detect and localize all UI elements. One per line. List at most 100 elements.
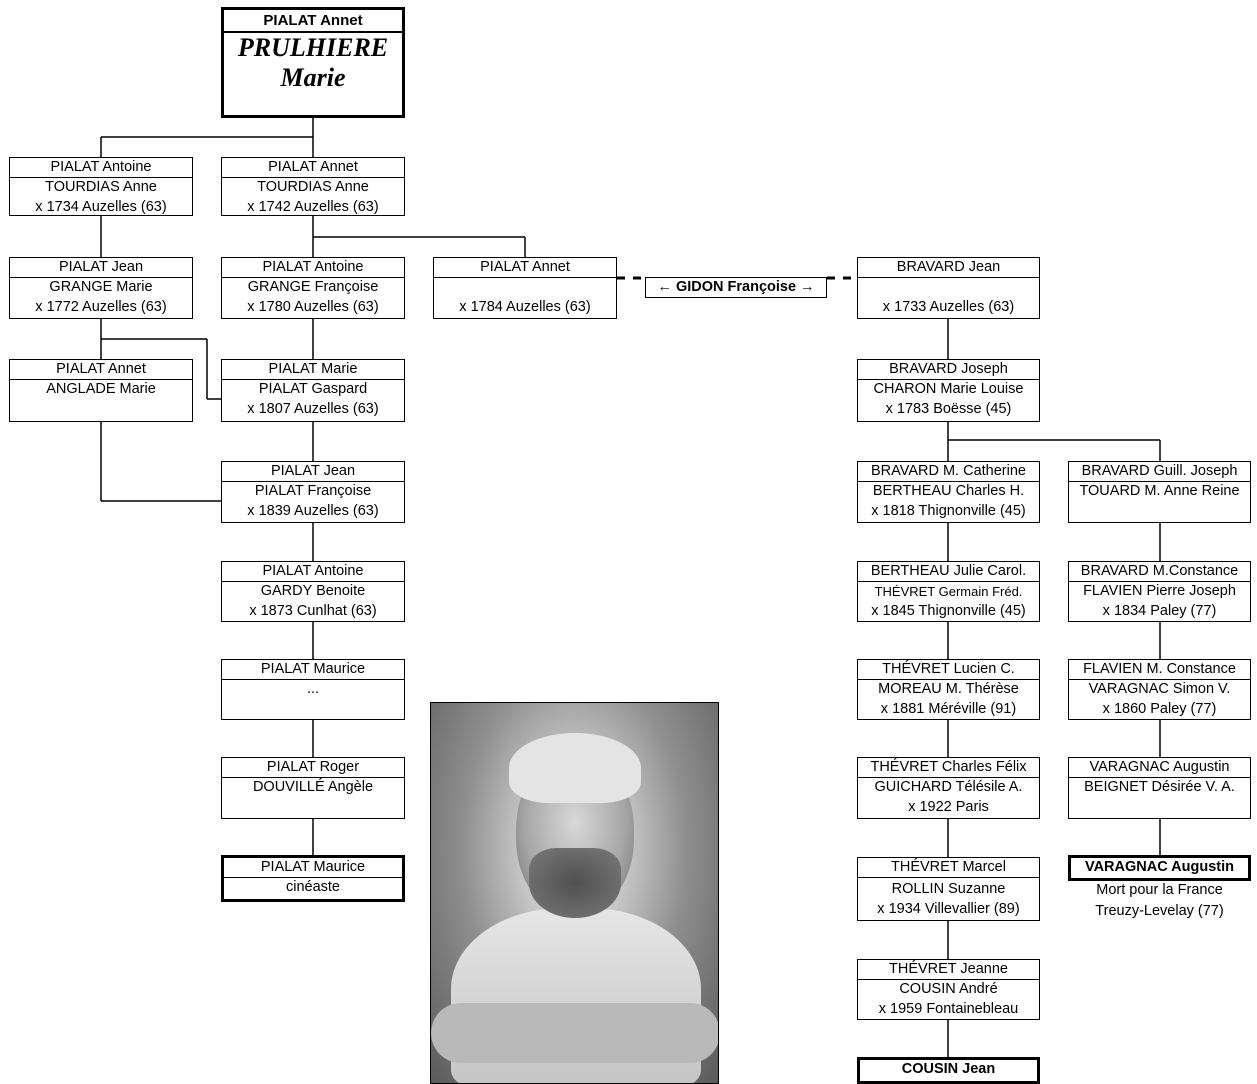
wife-name: THÉVRET Germain Fréd. [874,584,1023,599]
couple-box-bravard-constance-1834: BRAVARD M.Constance FLAVIEN Pierre Josep… [1068,561,1251,622]
marriage-info: x 1807 Auzelles (63) [247,401,379,417]
wife-name [434,278,616,298]
marriage-info: x 1818 Thignonville (45) [871,503,1026,519]
husband-name: PIALAT Antoine [222,258,404,278]
husband-name: PIALAT Maurice [222,660,404,680]
husband-name: THÉVRET Lucien C. [858,660,1039,680]
husband-name: PIALAT Roger [222,758,404,778]
husband-name: BRAVARD Jean [858,258,1039,278]
husband-name: THÉVRET Jeanne [858,960,1039,980]
wife-name: GRANGE Françoise [247,279,379,295]
person-occupation: cinéaste [285,879,340,895]
husband-name: FLAVIEN M. Constance [1069,660,1250,680]
marriage-info: x 1734 Auzelles (63) [35,199,167,215]
marriage-info: x 1783 Boësse (45) [885,401,1012,417]
husband-name: PIALAT Annet [222,158,404,178]
husband-name: BRAVARD Guill. Joseph [1069,462,1250,482]
wife-name: ... [306,681,320,697]
couple-box-pialat-antoine-1734: PIALAT Antoine TOURDIAS Anne x 1734 Auze… [9,157,193,216]
box-cousin-jean: COUSIN Jean [857,1057,1040,1084]
wife-name: TOUARD M. Anne Reine [1079,483,1240,499]
couple-box-pialat-antoine-1873: PIALAT Antoine GARDY Benoite x 1873 Cunl… [221,561,405,622]
marriage-info: x 1845 Thignonville (45) [871,603,1026,619]
wife-name: BEIGNET Désirée V. A. [1084,779,1235,795]
husband-name: PIALAT Antoine [222,562,404,582]
husband-name: PIALAT Annet [434,258,616,278]
marriage-info: x 1780 Auzelles (63) [247,299,379,315]
couple-box-pialat-jean-1839: PIALAT Jean PIALAT Françoise x 1839 Auze… [221,461,405,523]
husband-name: PIALAT Jean [10,258,192,278]
husband-name: PIALAT Antoine [10,158,192,178]
wife-name: PIALAT Gaspard [258,381,368,397]
couple-box-pialat-maurice-father: PIALAT Maurice ... [221,659,405,720]
gidon-francoise-link: ← GIDON Françoise → [645,277,827,298]
couple-box-varagnac-augustin: VARAGNAC Augustin BEIGNET Désirée V. A. [1068,757,1251,819]
marriage-info [10,400,192,420]
husband-name: BRAVARD M. Catherine [858,462,1039,482]
couple-box-bravard-joseph-1783: BRAVARD Joseph CHARON Marie Louise x 178… [857,359,1040,422]
marriage-info: x 1733 Auzelles (63) [882,299,1015,315]
husband-name: PIALAT Annet [10,360,192,380]
marriage-info [1069,502,1250,522]
couple-box-pialat-marie-1807: PIALAT Marie PIALAT Gaspard x 1807 Auzel… [221,359,405,422]
wife-name: COUSIN André [899,981,998,997]
husband-name: VARAGNAC Augustin [1069,758,1250,778]
couple-box-thevret-lucien-1881: THÉVRET Lucien C. MOREAU M. Thérèse x 18… [857,659,1040,720]
portrait-arms [431,1003,718,1063]
marriage-info: x 1772 Auzelles (63) [35,299,167,315]
person-name: PIALAT Maurice [224,858,402,878]
augustin-note-line1: Mort pour la France [1096,882,1223,898]
couple-box-bravard-guill-joseph: BRAVARD Guill. Joseph TOUARD M. Anne Rei… [1068,461,1251,523]
marriage-info: x 1834 Paley (77) [1102,603,1217,619]
person-name: VARAGNAC Augustin [1084,859,1234,875]
marriage-info: x 1959 Fontainebleau [878,1001,1019,1017]
box-pialat-maurice-cineaste: PIALAT Maurice cinéaste [221,855,405,902]
marriage-info: x 1873 Cunlhat (63) [249,603,377,619]
couple-box-pialat-annet-1742: PIALAT Annet TOURDIAS Anne x 1742 Auzell… [221,157,405,216]
marriage-info: x 1839 Auzelles (63) [247,503,379,519]
wife-name: FLAVIEN Pierre Joseph [1083,583,1236,599]
couple-box-pialat-antoine-1780: PIALAT Antoine GRANGE Françoise x 1780 A… [221,257,405,319]
couple-box-bertheau-julie-1845: BERTHEAU Julie Carol. THÉVRET Germain Fr… [857,561,1040,622]
marriage-info [1069,798,1250,818]
wife-name: DOUVILLÉ Angèle [252,779,374,795]
wife-name: PIALAT Françoise [254,483,372,499]
augustin-note-line2: Treuzy-Levelay (77) [1095,903,1224,919]
husband-name: PIALAT Jean [222,462,404,482]
portrait-hair [509,733,641,803]
root-husband: PIALAT Annet [224,10,402,33]
wife-name: CHARON Marie Louise [873,381,1024,397]
husband-name: BERTHEAU Julie Carol. [858,562,1039,582]
marriage-info: x 1934 Villevallier (89) [877,901,1020,917]
couple-box-thevret-charles-1922: THÉVRET Charles Félix GUICHARD Télésile … [857,757,1040,819]
marriage-info: x 1860 Paley (77) [1102,701,1217,717]
husband-name: BRAVARD Joseph [858,360,1039,380]
marriage-info [222,798,404,818]
root-couple-box: PIALAT Annet PRULHIERE Marie [221,7,405,118]
person-name: COUSIN Jean [901,1061,996,1077]
marriage-info: x 1922 Paris [908,799,989,815]
marriage-info: x 1881 Méréville (91) [880,701,1017,717]
husband-name: BRAVARD M.Constance [1069,562,1250,582]
couple-box-bravard-catherine-1818: BRAVARD M. Catherine BERTHEAU Charles H.… [857,461,1040,523]
root-wife-surname: PRULHIERE [237,33,389,62]
wife-name: ROLLIN Suzanne [891,881,1006,897]
wife-name: TOURDIAS Anne [45,179,157,195]
wife-name: ANGLADE Marie [46,381,156,397]
root-wife-firstname: Marie [280,63,346,92]
wife-name: GARDY Benoite [260,583,366,599]
marriage-info: x 1784 Auzelles (63) [459,299,591,315]
marriage-info: x 1742 Auzelles (63) [247,199,379,215]
wife-name: GRANGE Marie [49,279,153,295]
box-varagnac-augustin-soldier: VARAGNAC Augustin [1068,855,1251,881]
husband-name: PIALAT Marie [222,360,404,380]
wife-name: GUICHARD Télésile A. [874,779,1023,795]
couple-box-pialat-jean-1772: PIALAT Jean GRANGE Marie x 1772 Auzelles… [9,257,193,319]
marriage-info [222,700,404,720]
wife-name: VARAGNAC Simon V. [1088,681,1231,697]
husband-name: THÉVRET Marcel [858,858,1039,878]
wife-name [858,278,1039,298]
couple-box-bravard-jean-1733: BRAVARD Jean x 1733 Auzelles (63) [857,257,1040,319]
portrait-photo [430,702,719,1084]
